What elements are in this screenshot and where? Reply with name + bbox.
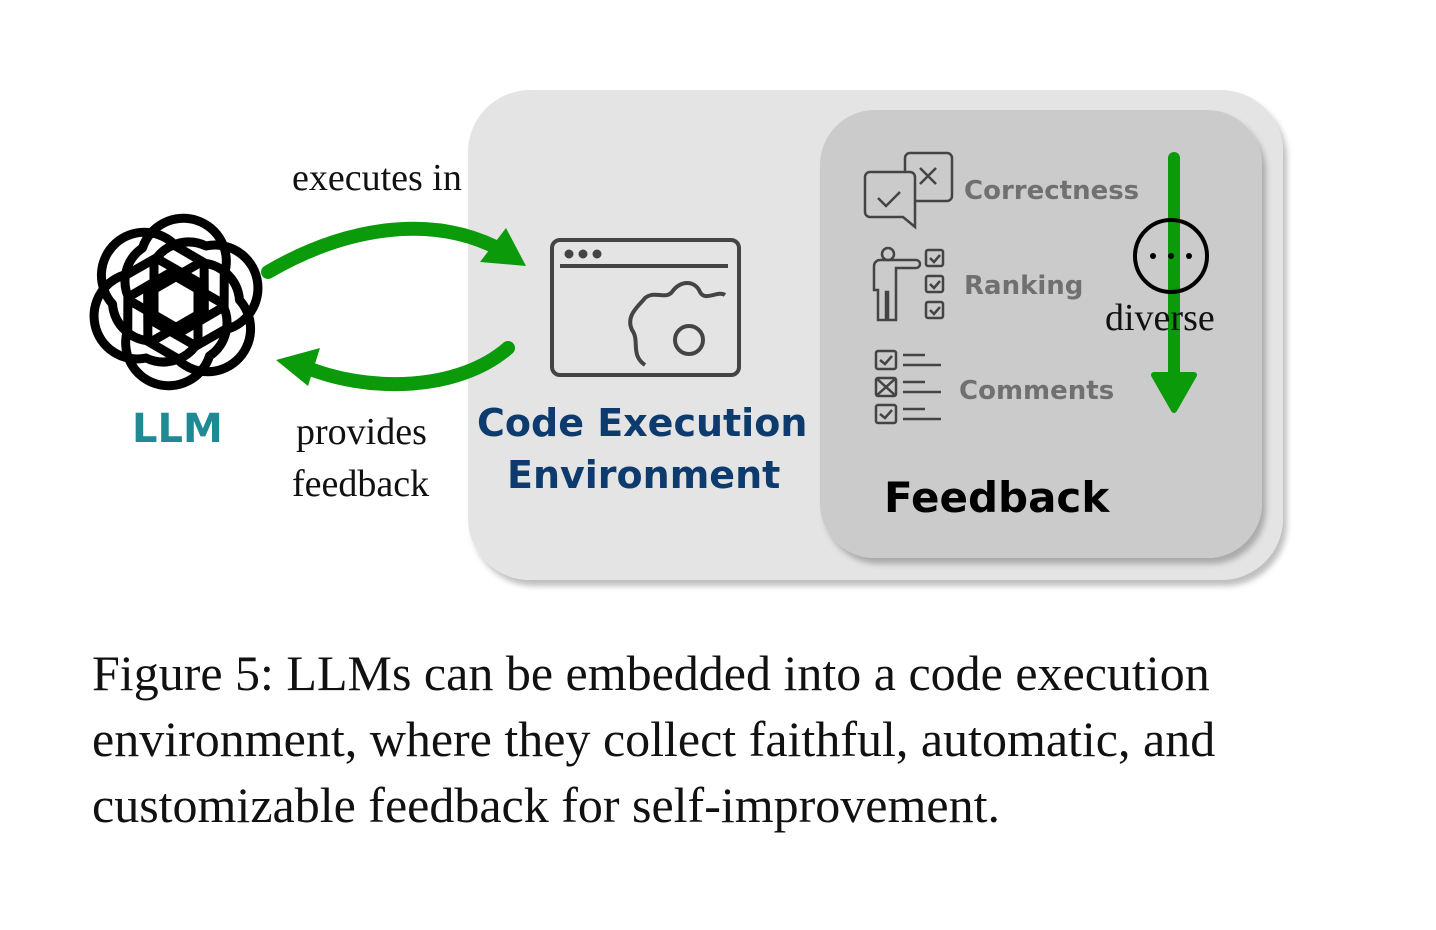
executes-in-label: executes in <box>292 157 462 199</box>
presenter-checklist-icon <box>872 246 945 322</box>
caption-line: environment, where they collect faithful… <box>92 711 1216 767</box>
env-label-line1: Code Execution <box>477 401 807 445</box>
feedback-box <box>820 110 1262 558</box>
caption-line: customizable feedback for self-improveme… <box>92 777 1000 833</box>
provides-feedback-arrow <box>276 341 515 392</box>
env-label-line2: Environment <box>507 453 780 497</box>
diverse-label: diverse <box>1105 297 1215 339</box>
feedback-title: Feedback <box>884 473 1110 522</box>
figure-caption: Figure 5: LLMs can be embedded into a co… <box>92 640 1352 838</box>
chat-check-cross-icon <box>863 151 954 230</box>
ellipsis-circle-icon <box>1133 218 1209 294</box>
feedback-label: feedback <box>292 463 429 505</box>
feedback-item-correctness: Correctness <box>964 176 1139 206</box>
caption-line: Figure 5: LLMs can be embedded into a co… <box>92 645 1210 701</box>
feedback-item-comments: Comments <box>959 376 1114 406</box>
checklist-icon <box>874 349 941 425</box>
openai-logo-icon <box>89 213 263 391</box>
llm-label: LLM <box>132 406 223 452</box>
figure-diagram: LLM executes in provides feedback Code E… <box>89 90 1283 580</box>
executes-in-arrow <box>261 221 526 279</box>
provides-label: provides <box>296 411 427 453</box>
diverse-arrow <box>1151 152 1197 413</box>
code-window-gear-icon <box>550 238 741 377</box>
feedback-item-ranking: Ranking <box>964 271 1083 301</box>
